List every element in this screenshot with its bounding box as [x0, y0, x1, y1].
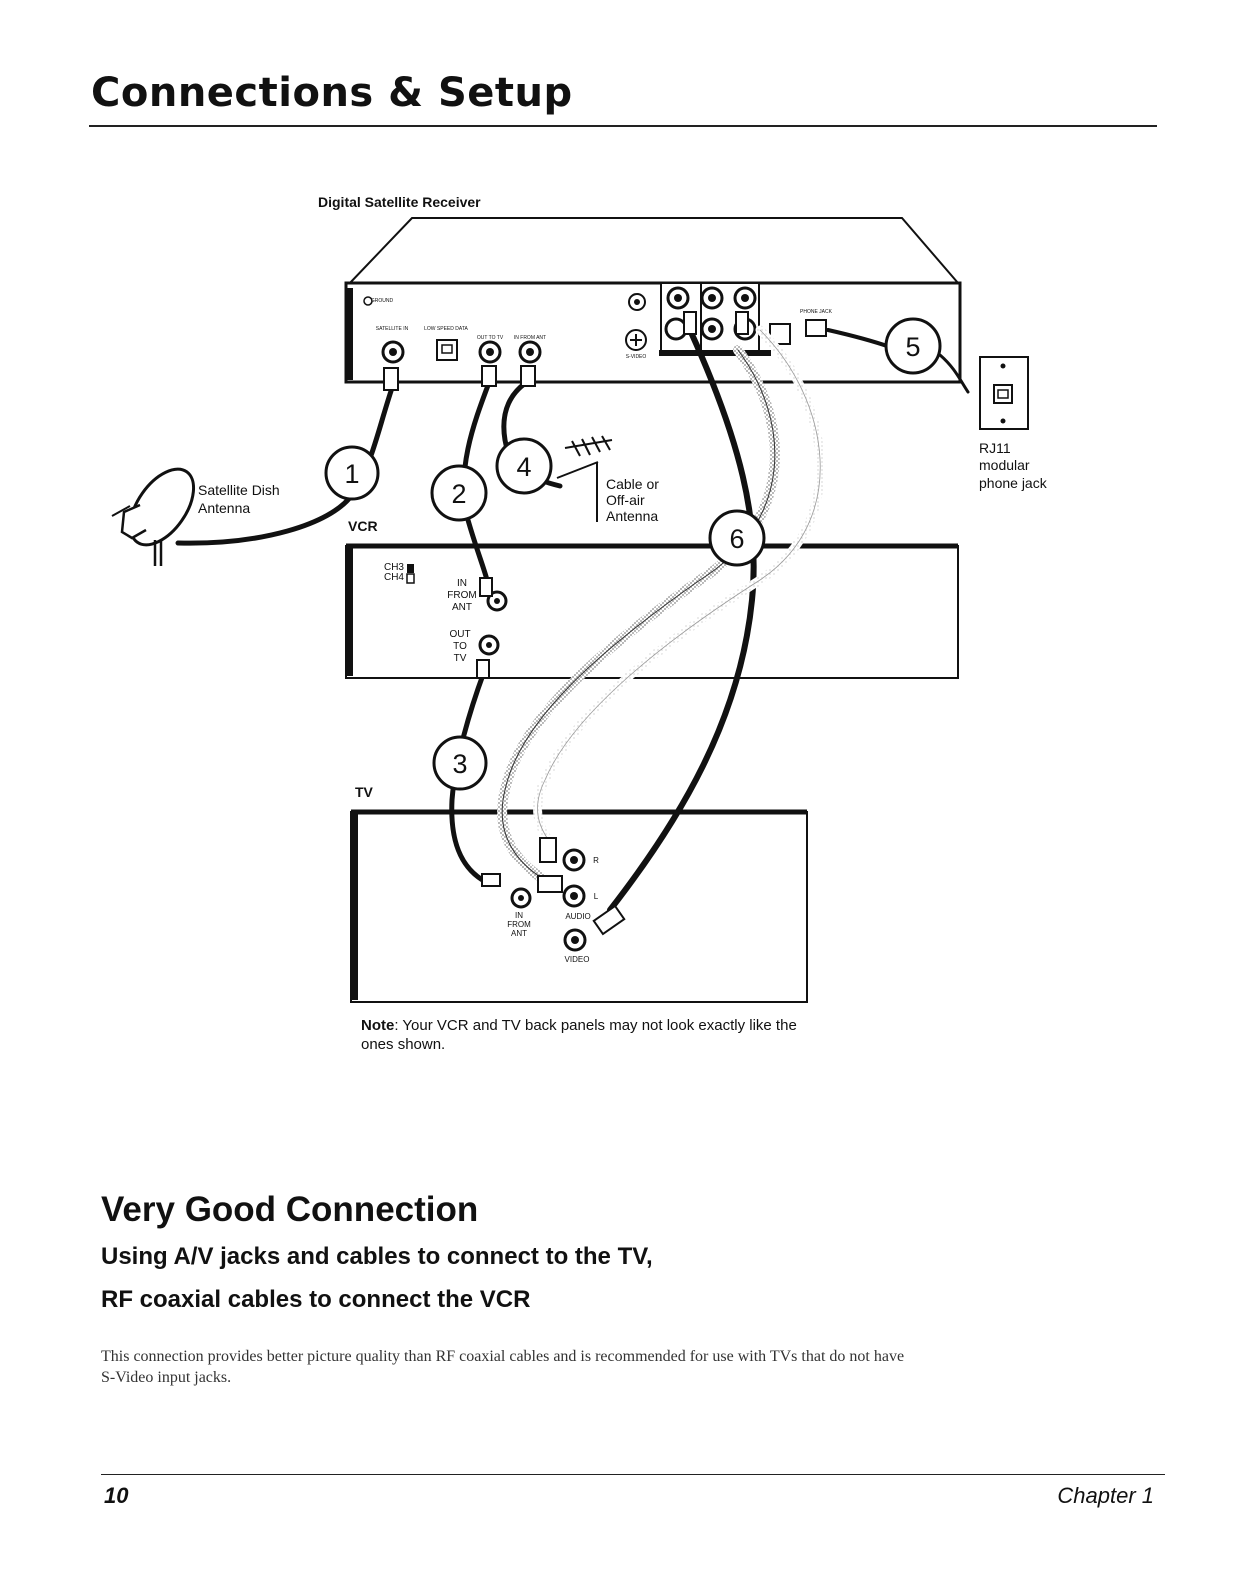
vcr-in-label: FROM — [447, 590, 476, 601]
satellite-receiver — [344, 217, 962, 384]
antenna-label-line: Off-air — [606, 492, 645, 508]
note-label: Note — [361, 1017, 395, 1034]
jack-label: S-VIDEO — [626, 354, 647, 360]
step-circle-4 — [495, 437, 553, 495]
vcr-in-label: IN — [457, 578, 467, 589]
antenna-icon — [556, 435, 613, 522]
ground-terminal-icon — [363, 296, 373, 306]
step-circle-1 — [324, 445, 380, 501]
vcr-ch-label: CH3 — [384, 562, 404, 573]
step-number: 5 — [905, 332, 920, 362]
chapter-label: Chapter 1 — [1057, 1483, 1154, 1508]
tv-label: TV — [355, 784, 374, 800]
tv-device — [350, 809, 808, 1003]
section-subtitle-1: Using A/V jacks and cables to connect to… — [101, 1243, 653, 1270]
step-circle-2 — [430, 464, 488, 522]
section-subtitle-2: RF coaxial cables to connect the VCR — [101, 1286, 531, 1313]
dish-label-line: Antenna — [198, 500, 250, 516]
tv-ant-label: ANT — [511, 929, 527, 938]
note-body: : Your VCR and TV back panels may not lo… — [361, 1017, 797, 1053]
tv-audio-label: AUDIO — [565, 912, 590, 921]
tv-ant-label: IN — [515, 911, 523, 920]
vcr-out-label: TO — [453, 641, 467, 652]
step-circle-5 — [884, 317, 942, 375]
jack-label: IN FROM ANT — [514, 335, 546, 341]
receiver-label: Digital Satellite Receiver — [318, 194, 481, 210]
vcr-label: VCR — [348, 518, 378, 534]
tv-audio-r-label: R — [593, 856, 599, 865]
wall-phone-jack-icon — [979, 356, 1029, 430]
page-number: 10 — [104, 1483, 129, 1508]
phone-jack-label-line: modular — [979, 457, 1030, 473]
step-number: 2 — [451, 479, 466, 509]
section-body: This connection provides better picture … — [101, 1348, 905, 1386]
antenna-label-line: Antenna — [606, 508, 658, 524]
page-header-title: Connections & Setup — [91, 70, 573, 116]
phone-jack-label-line: phone jack — [979, 475, 1048, 491]
step-markers — [324, 317, 942, 791]
step-number: 6 — [729, 524, 744, 554]
antenna-label-line: Cable or — [606, 476, 659, 492]
jack-label: OUT TO TV — [477, 335, 504, 341]
satellite-dish-icon — [111, 467, 196, 566]
note-text: Note: Your VCR and TV back panels may no… — [361, 1016, 821, 1054]
vcr-in-label: ANT — [452, 602, 472, 613]
vcr-ch-label: CH4 — [384, 572, 404, 583]
step-circle-6 — [708, 509, 766, 567]
vcr-out-label: OUT — [449, 629, 470, 640]
tv-audio-l-label: L — [594, 892, 599, 901]
cables — [175, 311, 970, 936]
jack-label: PHONE JACK — [800, 309, 833, 315]
step-circle-3 — [432, 735, 488, 791]
section-title: Very Good Connection — [101, 1190, 479, 1229]
footer-rule — [101, 1474, 1165, 1475]
jack-label: SATELLITE IN — [376, 326, 409, 332]
jack-label: LOW SPEED DATA — [424, 326, 468, 332]
jack-label: GROUND — [371, 298, 394, 304]
tv-video-label: VIDEO — [565, 955, 590, 964]
low-speed-data-jack-icon — [436, 339, 458, 361]
step-number: 4 — [516, 452, 531, 482]
phone-jack-label-line: RJ11 — [979, 440, 1011, 456]
step-number: 3 — [452, 749, 467, 779]
header-rule — [89, 125, 1157, 127]
tv-ant-label: FROM — [507, 920, 531, 929]
dish-label-line: Satellite Dish — [198, 482, 280, 498]
connection-diagram: 1 2 3 4 5 6 Digital Satellite Receiver V… — [111, 194, 1048, 1003]
step-number-labels: 1 2 3 4 5 6 — [344, 332, 920, 779]
vcr-out-label: TV — [454, 653, 467, 664]
step-number: 1 — [344, 459, 359, 489]
